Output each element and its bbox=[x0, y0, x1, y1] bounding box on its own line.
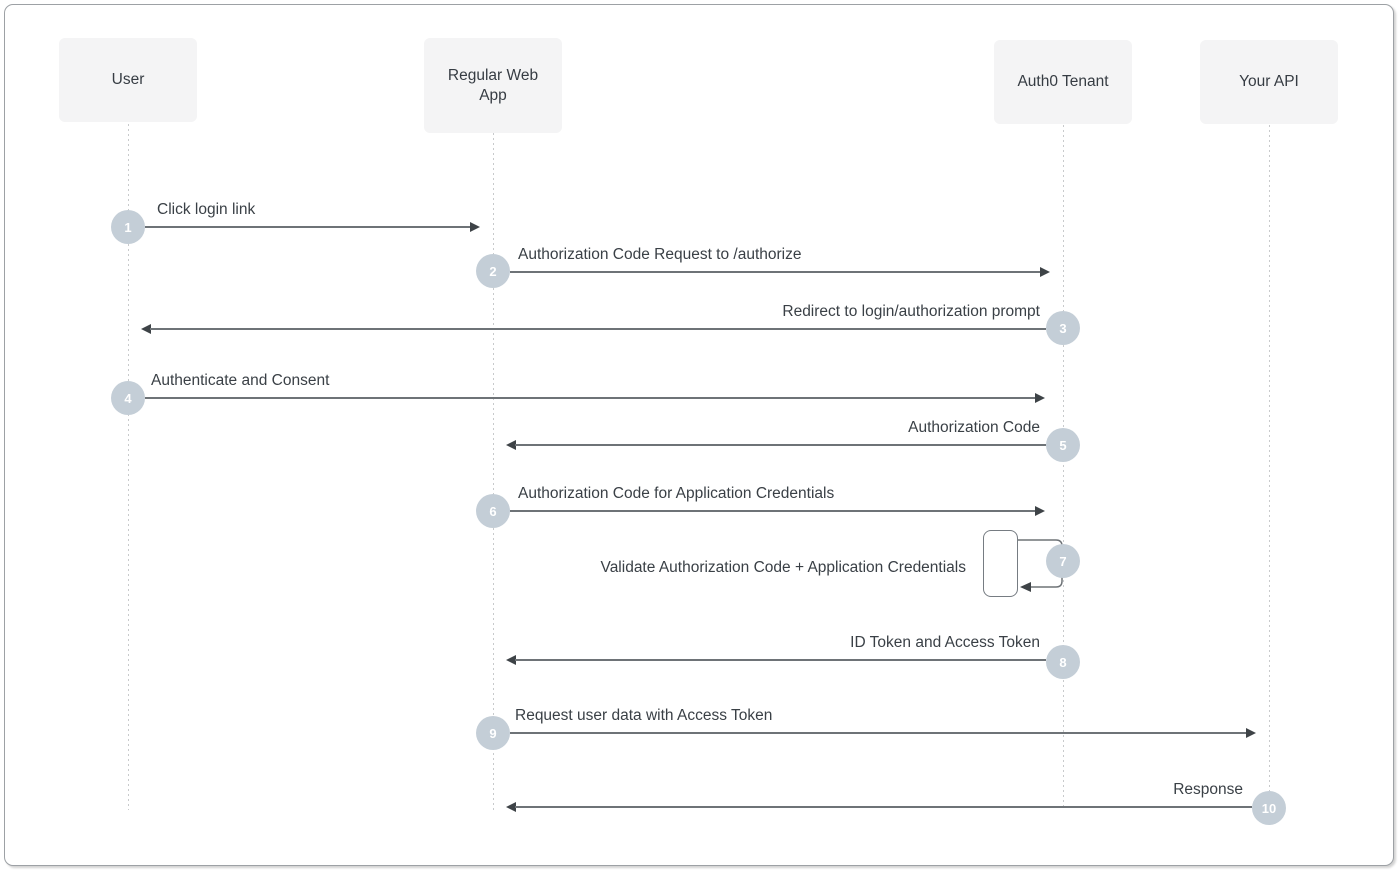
message-line-10 bbox=[515, 806, 1252, 808]
message-label-2: Authorization Code Request to /authorize bbox=[518, 246, 802, 263]
actor-your-api-label: Your API bbox=[1239, 73, 1299, 90]
message-label-3: Redirect to login/authorization prompt bbox=[782, 303, 1040, 320]
actor-user-label: User bbox=[111, 71, 145, 88]
arrowhead-right-icon bbox=[1246, 728, 1256, 738]
step-number: 1 bbox=[124, 219, 132, 235]
actor-user: User bbox=[59, 38, 197, 122]
step-number: 2 bbox=[489, 263, 497, 279]
arrowhead-right-icon bbox=[1040, 267, 1050, 277]
step-circle-6: 6 bbox=[476, 494, 510, 528]
diagram-frame bbox=[4, 4, 1394, 866]
step-number: 8 bbox=[1059, 654, 1067, 670]
actor-regular-web-app-label: Regular Web App bbox=[447, 66, 539, 104]
message-label-9: Request user data with Access Token bbox=[515, 707, 773, 724]
message-label-8: ID Token and Access Token bbox=[850, 634, 1040, 651]
arrowhead-left-icon bbox=[506, 802, 516, 812]
message-line-4 bbox=[145, 397, 1035, 399]
message-line-1 bbox=[145, 226, 470, 228]
actor-your-api: Your API bbox=[1200, 40, 1338, 124]
arrowhead-right-icon bbox=[470, 222, 480, 232]
activation-box bbox=[983, 530, 1018, 597]
step-circle-2: 2 bbox=[476, 254, 510, 288]
step-number: 4 bbox=[124, 390, 132, 406]
actor-auth0-tenant: Auth0 Tenant bbox=[994, 40, 1132, 124]
arrowhead-left-icon bbox=[506, 440, 516, 450]
lifeline-user bbox=[128, 124, 129, 810]
step-circle-10: 10 bbox=[1252, 791, 1286, 825]
message-label-4: Authenticate and Consent bbox=[151, 372, 330, 389]
lifeline-auth0-tenant bbox=[1063, 125, 1064, 810]
message-label-5: Authorization Code bbox=[908, 419, 1040, 436]
arrowhead-right-icon bbox=[1035, 506, 1045, 516]
lifeline-your-api bbox=[1269, 125, 1270, 810]
step-number: 3 bbox=[1059, 320, 1067, 336]
step-number: 7 bbox=[1059, 553, 1067, 569]
message-line-9 bbox=[510, 732, 1246, 734]
message-label-1: Click login link bbox=[157, 201, 256, 218]
arrowhead-left-icon bbox=[141, 324, 151, 334]
step-number: 5 bbox=[1059, 437, 1067, 453]
message-line-5 bbox=[515, 444, 1046, 446]
message-label-6: Authorization Code for Application Crede… bbox=[518, 485, 835, 502]
step-number: 10 bbox=[1261, 800, 1277, 816]
message-line-3 bbox=[150, 328, 1046, 330]
actor-regular-web-app: Regular Web App bbox=[424, 38, 562, 133]
arrowhead-right-icon bbox=[1035, 393, 1045, 403]
message-line-2 bbox=[510, 271, 1040, 273]
step-circle-4: 4 bbox=[111, 381, 145, 415]
step-circle-1: 1 bbox=[111, 210, 145, 244]
step-circle-5: 5 bbox=[1046, 428, 1080, 462]
step-number: 9 bbox=[489, 725, 497, 741]
actor-auth0-tenant-label: Auth0 Tenant bbox=[1017, 73, 1109, 90]
step-circle-9: 9 bbox=[476, 716, 510, 750]
step-circle-3: 3 bbox=[1046, 311, 1080, 345]
step-circle-7: 7 bbox=[1046, 544, 1080, 578]
message-label-7: Validate Authorization Code + Applicatio… bbox=[600, 559, 967, 576]
message-line-6 bbox=[510, 510, 1035, 512]
step-number: 6 bbox=[489, 503, 497, 519]
arrowhead-left-icon bbox=[506, 655, 516, 665]
step-circle-8: 8 bbox=[1046, 645, 1080, 679]
message-line-8 bbox=[515, 659, 1046, 661]
lifeline-regular-web-app bbox=[493, 133, 494, 810]
message-label-10: Response bbox=[1173, 781, 1243, 798]
